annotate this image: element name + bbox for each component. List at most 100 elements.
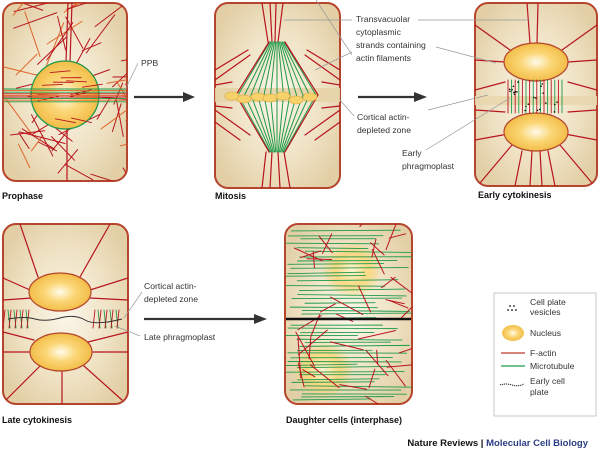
- cell-plate-vesicle: [533, 96, 535, 99]
- f-actin-strand: [547, 150, 556, 186]
- f-actin-filament: [71, 3, 98, 8]
- nucleus-icon: [502, 325, 524, 341]
- prophase-caption: Prophase: [2, 191, 43, 201]
- mitosis-caption: Mitosis: [215, 191, 246, 201]
- cell-plate-vesicle: [536, 109, 539, 112]
- f-actin-strand: [261, 3, 269, 43]
- f-actin-filament: [13, 12, 58, 29]
- f-actin-filament: [116, 309, 120, 329]
- transvacuolar-leader-line: [314, 51, 353, 71]
- f-actin-strand: [215, 49, 249, 71]
- f-actin-strand: [314, 121, 340, 141]
- cell-plate-vesicle: [540, 85, 542, 88]
- f-actin-filament: [110, 309, 114, 329]
- legend: Cell plate vesicles Nucleus F-actin Micr…: [493, 292, 597, 417]
- microtubule: [304, 302, 376, 304]
- f-actin-filament: [18, 143, 31, 169]
- microtubule: [283, 94, 317, 153]
- f-actin-filament: [54, 118, 76, 124]
- microtubule: [298, 288, 405, 292]
- microtubule: [286, 285, 386, 287]
- f-actin-filament: [22, 3, 44, 11]
- f-actin-filament: [115, 99, 124, 137]
- cell-plate-vesicle: [516, 91, 518, 93]
- f-actin-filament: [46, 22, 74, 61]
- transvacuolar-label-line-2: cytoplasmic: [356, 27, 402, 37]
- f-actin-filament: [371, 238, 377, 258]
- legend-item-f-actin: F-actin: [501, 348, 556, 358]
- f-actin-strand: [83, 365, 123, 401]
- f-actin-filament: [390, 276, 412, 295]
- legend-item-early-cell-plate: Early cell plate: [499, 376, 565, 397]
- f-actin-filament: [365, 395, 399, 404]
- f-actin-filament: [365, 350, 389, 377]
- early-cell-plate: [7, 315, 123, 324]
- f-actin-filament: [26, 309, 30, 329]
- microtubule: [287, 271, 366, 275]
- f-actin-strand: [475, 81, 506, 91]
- late-phragmoplast-label: Late phragmoplast: [144, 332, 216, 342]
- f-actin-filament: [65, 3, 69, 63]
- cell-plate-vesicle: [513, 93, 516, 96]
- f-actin-filament: [330, 296, 364, 316]
- microtubule: [297, 294, 407, 297]
- microtubule: [278, 94, 291, 153]
- f-actin-strand: [3, 297, 33, 301]
- f-actin-filament: [15, 53, 38, 76]
- f-actin-filament: [371, 249, 385, 275]
- f-actin-filament: [2, 309, 6, 329]
- microtubule: [250, 41, 273, 96]
- cell-plate-vesicle: [535, 97, 537, 99]
- late-upper-nucleus: [28, 272, 92, 312]
- f-actin-filament: [359, 224, 386, 228]
- f-actin-strand: [475, 109, 506, 113]
- f-actin-filament: [66, 80, 87, 83]
- prophase-panel: PPB Prophase: [2, 2, 158, 201]
- f-actin-strand: [3, 277, 31, 291]
- f-actin-strand: [5, 365, 41, 401]
- daughter-cells-caption: Daughter cells (interphase): [286, 415, 402, 425]
- legend-label: plate: [530, 387, 549, 397]
- microtubule: [285, 363, 358, 367]
- chromosome: [236, 94, 252, 104]
- arrow-prophase-to-mitosis: [134, 92, 195, 102]
- f-actin-filament: [112, 61, 127, 88]
- cell-plate-vesicle: [554, 103, 556, 106]
- f-actin-filament: [98, 309, 102, 329]
- f-actin-strand: [559, 144, 593, 184]
- microtubule: [287, 263, 385, 265]
- cortical-zone-top-line-2: depleted zone: [357, 125, 411, 135]
- f-actin-strand: [235, 41, 270, 96]
- f-actin-filament: [57, 15, 67, 51]
- f-actin-filament: [125, 88, 127, 121]
- legend-label: Microtubule: [530, 361, 575, 371]
- f-actin-strand: [321, 81, 340, 86]
- f-actin-strand: [215, 109, 251, 136]
- microtubule: [283, 41, 317, 96]
- early-phragmoplast-label-line-1: Early: [402, 148, 422, 158]
- microtubule: [285, 242, 379, 245]
- f-actin-filament: [329, 341, 364, 351]
- late-cytokinesis-panel: Cortical actin- depleted zone Late phrag…: [2, 223, 216, 425]
- legend-label: vesicles: [530, 307, 561, 317]
- early-actin-strands: [475, 3, 597, 186]
- f-actin-filament: [41, 84, 63, 86]
- microtubule: [281, 41, 304, 96]
- f-actin-filament: [339, 384, 368, 390]
- microtubule: [237, 94, 271, 153]
- microtubule: [296, 247, 369, 249]
- journal-name: Molecular Cell Biology: [486, 438, 588, 449]
- cell-plate-vesicle: [508, 88, 511, 91]
- f-actin-strand: [215, 81, 233, 86]
- f-actin-strand: [283, 151, 291, 188]
- microtubule: [244, 94, 272, 153]
- f-actin-filament: [302, 369, 316, 378]
- microtubule: [250, 94, 273, 153]
- microtubule: [292, 398, 372, 401]
- f-actin-filament: [357, 330, 396, 340]
- daughter-upper-nucleus: [322, 242, 382, 298]
- f-actin-filament: [300, 250, 322, 259]
- f-actin-filament: [318, 235, 333, 254]
- legend-item-cell-plate-vesicles: Cell plate vesicles: [507, 297, 566, 317]
- chromosome: [275, 91, 291, 101]
